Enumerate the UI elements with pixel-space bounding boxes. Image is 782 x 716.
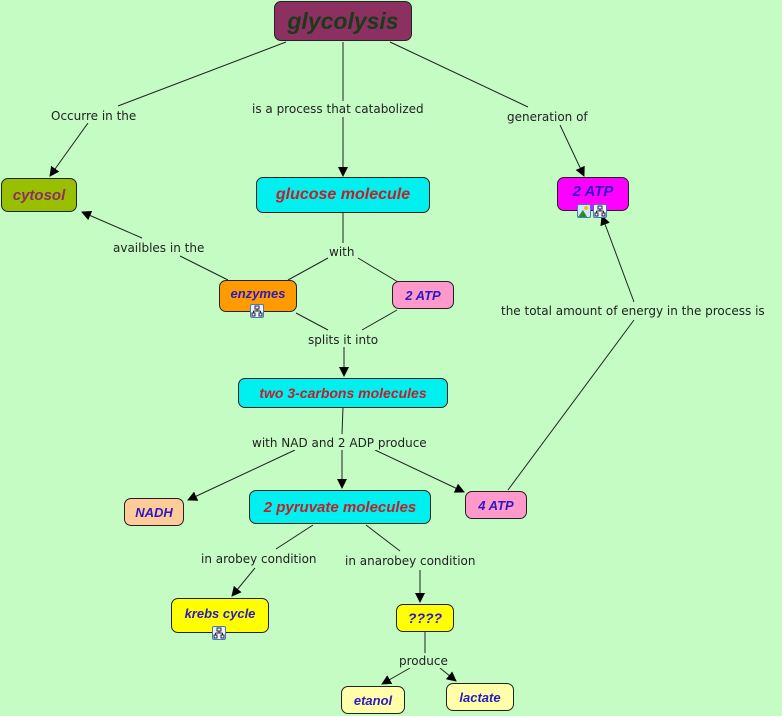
line-pyruvate-arobey	[275, 524, 314, 550]
arrow-totalenergy-atp	[600, 215, 635, 303]
line-enzymes-availbles	[179, 255, 229, 281]
node-nadh-label: NADH	[135, 504, 173, 520]
line-with-atp	[357, 257, 399, 283]
link-arobey[interactable]: in arobey condition	[201, 552, 317, 566]
link-splits[interactable]: splits it into	[308, 333, 379, 347]
link-produce[interactable]: produce	[399, 654, 448, 668]
arrow-nadadp-nadh	[187, 449, 296, 501]
node-atp-mid-label: 2 ATP	[405, 287, 441, 303]
line-glycolysis-generation	[389, 41, 529, 108]
node-etanol-label: etanol	[353, 692, 393, 708]
line-pyruvate-anarobey	[365, 524, 401, 552]
node-glucose-molecule[interactable]: glucose molecule	[256, 177, 430, 213]
node-4-atp[interactable]: 4 ATP	[465, 491, 527, 519]
image-resource-icon[interactable]	[577, 204, 591, 218]
node-glycolysis[interactable]: glycolysis	[274, 1, 412, 41]
line-glycolysis-occurre	[117, 41, 287, 107]
arrow-arobey-krebs	[231, 567, 256, 597]
node-unknown[interactable]: ????	[396, 604, 454, 632]
arrow-produce-lactate	[439, 667, 457, 682]
node-lactate-label: lactate	[459, 689, 501, 705]
link-availbles[interactable]: availbles in the	[113, 241, 205, 255]
node-krebs-label: krebs cycle	[184, 606, 256, 621]
node-cytosol[interactable]: cytosol	[1, 178, 77, 212]
arrow-produce-etanol	[381, 667, 411, 685]
concept-map-resource-icon[interactable]	[250, 304, 264, 318]
node-glucose-label: glucose molecule	[275, 186, 411, 203]
node-enzymes-label: enzymes	[230, 286, 286, 301]
arrow-generation-atp	[559, 124, 585, 177]
arrow-availbles-cytosol	[81, 210, 143, 239]
arrow-nadadp-atp4	[374, 449, 465, 493]
node-etanol[interactable]: etanol	[341, 686, 405, 714]
link-catabolized[interactable]: is a process that catabolized	[252, 102, 424, 116]
node-glycolysis-label: glycolysis	[287, 7, 399, 34]
arrow-occurre-cytosol	[49, 122, 89, 177]
line-atp-splits	[361, 309, 398, 331]
line-with-enzymes	[287, 257, 329, 281]
node-atp-top-label: 2 ATP	[572, 183, 614, 200]
node-2-pyruvate[interactable]: 2 pyruvate molecules	[249, 490, 431, 524]
node-cytosol-label: cytosol	[12, 186, 66, 204]
link-anarobey[interactable]: in anarobey condition	[345, 554, 476, 568]
line-atp4-totalenergy	[507, 319, 635, 491]
link-with[interactable]: with	[329, 245, 355, 259]
node-nadh[interactable]: NADH	[124, 498, 184, 526]
node-pyruvate-label: 2 pyruvate molecules	[263, 498, 417, 516]
concept-map-resource-icon[interactable]	[593, 204, 607, 218]
link-occurre[interactable]: Occurre in the	[51, 109, 137, 123]
node-two-3-carbons[interactable]: two 3-carbons molecules	[238, 378, 448, 408]
node-unknown-label: ????	[407, 610, 443, 626]
node-atp4-label: 4 ATP	[478, 497, 514, 513]
line-carbons-nadadp	[341, 406, 344, 435]
link-total-energy[interactable]: the total amount of energy in the proces…	[501, 304, 765, 318]
link-nad-adp[interactable]: with NAD and 2 ADP produce	[252, 436, 427, 450]
link-generation[interactable]: generation of	[507, 110, 588, 124]
line-enzymes-splits	[295, 312, 329, 331]
node-carbons-label: two 3-carbons molecules	[259, 385, 427, 401]
concept-map-resource-icon[interactable]	[212, 626, 226, 640]
node-lactate[interactable]: lactate	[446, 683, 514, 711]
node-2-atp-mid[interactable]: 2 ATP	[392, 281, 454, 309]
